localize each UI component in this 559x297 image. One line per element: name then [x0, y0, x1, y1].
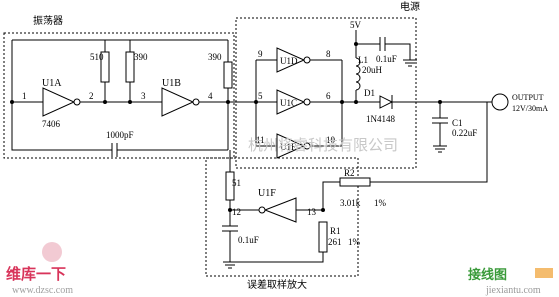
- node-4: 4: [208, 91, 213, 101]
- node-13: 13: [307, 207, 317, 217]
- gate-u1a-label: U1A: [42, 78, 62, 89]
- resistor-r1-tol: 1%: [348, 237, 361, 247]
- resistor-r1: [318, 221, 328, 253]
- gate-u1c: [276, 89, 306, 115]
- resistor-510-label: 510: [90, 52, 104, 62]
- gate-u1f-label: U1F: [258, 188, 276, 199]
- inductor-l1: [355, 57, 361, 91]
- node-3: 3: [141, 91, 146, 101]
- power-section-title: 电源: [400, 0, 420, 13]
- watermark-center: 杭州将睿科技有限公司: [248, 136, 398, 154]
- watermark-bottom-left: 维库一下 www.dzsc.com: [6, 242, 73, 296]
- node-6: 6: [326, 91, 331, 101]
- watermark-logo-left: 维库一下: [6, 265, 66, 283]
- watermark-logo-right: 接线图: [468, 267, 507, 283]
- gate-u1d: [276, 47, 306, 73]
- resistor-r2-tol: 1%: [374, 198, 387, 208]
- resistor-r2-value: 3.01k: [340, 198, 361, 208]
- watermark-url-right: jiexiantu.com: [485, 285, 541, 296]
- diode-d1-label: D1: [364, 88, 375, 98]
- diode-d1: [379, 95, 394, 109]
- cap-top-label: 0.1uF: [376, 54, 397, 64]
- cap-c1-value: 0.22uF: [452, 128, 477, 138]
- output-value: 12V/30mA: [512, 104, 548, 113]
- node-11: 11: [256, 135, 265, 145]
- node-9: 9: [258, 49, 263, 59]
- resistor-390b-label: 390: [208, 52, 222, 62]
- power-section-box: [235, 17, 417, 169]
- cap-c1-label: C1: [452, 118, 463, 128]
- supply-5v-label: 5V: [350, 20, 362, 30]
- output-label: OUTPUT: [512, 93, 544, 102]
- oscillator-section-title: 振荡器: [33, 14, 63, 27]
- error-amp-section-box: [205, 157, 359, 277]
- diode-d1-value: 1N4148: [366, 114, 395, 124]
- gate-u1c-label: U1C: [280, 98, 297, 108]
- resistor-r2: [339, 177, 371, 187]
- inductor-l1-label: L1: [358, 55, 368, 65]
- resistor-r2-label: R2: [344, 168, 355, 178]
- gate-part-label: 7406: [42, 119, 61, 129]
- inductor-l1-value: 20uH: [362, 65, 383, 75]
- gate-u1a: [42, 87, 76, 117]
- cap-1000pf-label: 1000pF: [106, 130, 134, 140]
- resistor-390a: [125, 51, 135, 83]
- node-1: 1: [22, 91, 27, 101]
- node-5: 5: [258, 91, 263, 101]
- node-12: 12: [232, 207, 241, 217]
- error-amp-section-title: 误差取样放大: [247, 278, 307, 291]
- gate-u1e-label: U1E: [280, 142, 297, 152]
- gate-u1b: [161, 87, 195, 117]
- node-2: 2: [89, 91, 94, 101]
- resistor-390b: [223, 61, 233, 89]
- watermark-url-left: www.dzsc.com: [12, 285, 73, 296]
- resistor-r1-label: R1: [330, 226, 341, 236]
- watermark-bottom-right: 接线图 jiexiantu.com: [468, 267, 553, 296]
- output-terminal: [491, 93, 509, 111]
- resistor-r1-value: 261: [328, 237, 342, 247]
- gate-u1d-label: U1D: [280, 56, 298, 66]
- cap-bottom-label: 0.1uF: [238, 235, 259, 245]
- node-8: 8: [326, 49, 331, 59]
- resistor-51-label: 51: [232, 178, 241, 188]
- resistor-390a-label: 390: [134, 52, 148, 62]
- oscillator-section-box: [3, 32, 235, 159]
- node-10: 10: [326, 135, 336, 145]
- gate-u1e: [276, 133, 306, 159]
- gate-u1f: [263, 197, 297, 223]
- gate-u1b-label: U1B: [162, 78, 181, 89]
